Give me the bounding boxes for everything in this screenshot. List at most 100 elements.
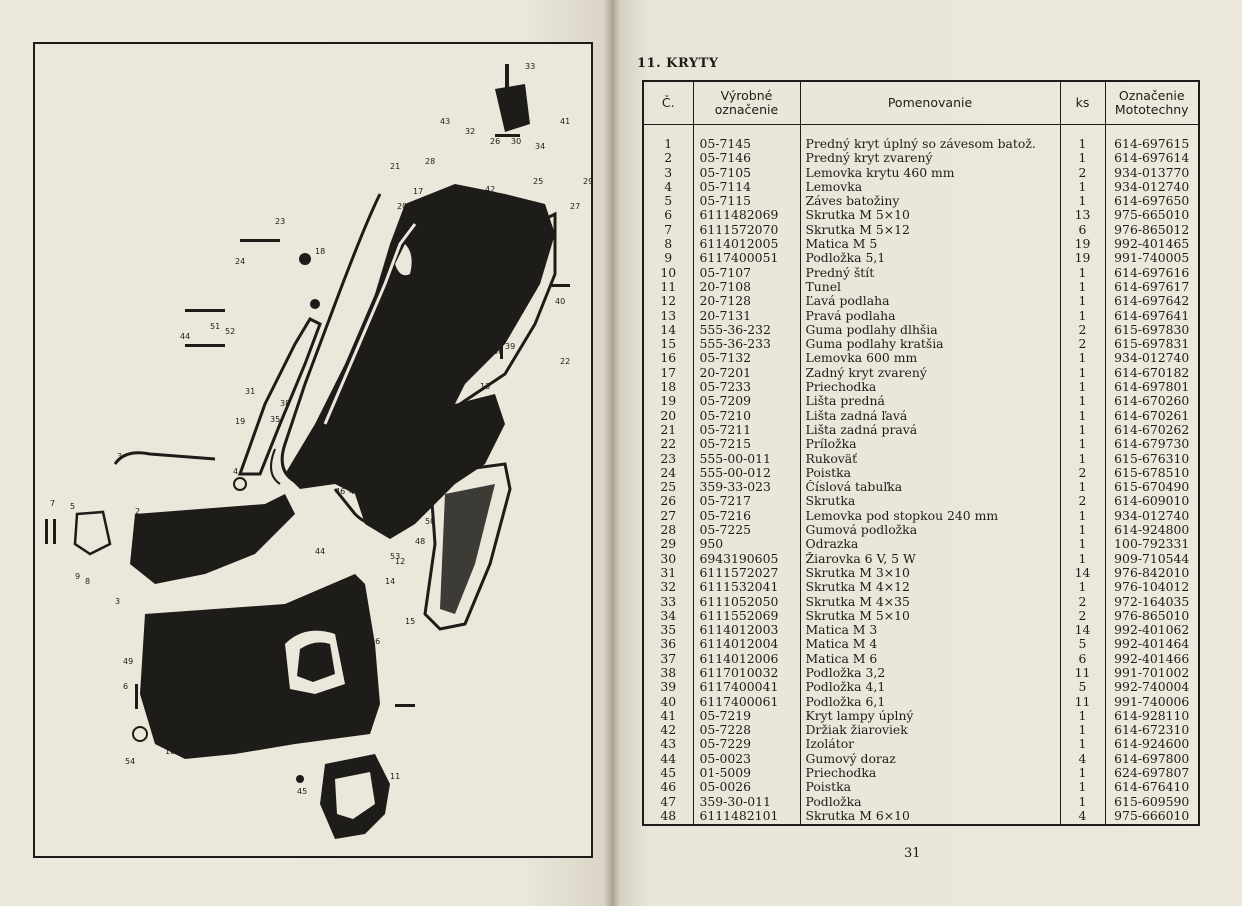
- row-qty: 1: [1059, 279, 1106, 295]
- row-number: 17: [642, 365, 694, 381]
- row-name: Ľavá podlaha: [799, 294, 1061, 309]
- row-number: 32: [642, 580, 694, 595]
- row-moto-code: 614-672310: [1104, 723, 1200, 738]
- row-qty: 1: [1059, 794, 1106, 809]
- svg-text:5: 5: [70, 502, 75, 511]
- row-qty: 1: [1059, 422, 1106, 438]
- row-name: Skrutka M 3×10: [799, 565, 1061, 581]
- row-number: 41: [642, 708, 694, 724]
- row-moto-code: 614-697617: [1104, 279, 1200, 295]
- row-name: Podložka 4,1: [799, 680, 1061, 695]
- row-number: 7: [642, 222, 694, 238]
- row-moto-code: 991-740006: [1104, 694, 1200, 709]
- header-qty: ks: [1059, 80, 1106, 125]
- row-qty: 1: [1059, 124, 1106, 152]
- svg-text:21: 21: [390, 162, 400, 171]
- svg-text:39: 39: [505, 342, 515, 351]
- row-code: 555-36-232: [692, 322, 801, 338]
- row-code: 20-7128: [692, 294, 801, 309]
- row-number: 40: [642, 694, 694, 709]
- row-code: 05-7209: [692, 394, 801, 409]
- row-moto-code: 615-697831: [1104, 337, 1200, 352]
- row-name: Predný štít: [799, 265, 1061, 280]
- row-number: 23: [642, 451, 694, 466]
- row-number: 45: [642, 766, 694, 781]
- svg-text:32: 32: [465, 127, 475, 136]
- row-name: Poistka: [799, 465, 1061, 481]
- lamp-cover-shape: [495, 84, 530, 132]
- page-number: 31: [904, 846, 921, 861]
- row-code: 20-7201: [692, 365, 801, 381]
- row-qty: 6: [1059, 222, 1106, 238]
- svg-text:52: 52: [225, 327, 235, 336]
- row-moto-code: 614-697616: [1104, 265, 1200, 280]
- row-number: 6: [642, 208, 694, 223]
- row-moto-code: 992-401062: [1104, 623, 1200, 638]
- svg-text:11: 11: [390, 772, 400, 781]
- row-number: 16: [642, 351, 694, 366]
- svg-text:34: 34: [535, 142, 545, 151]
- svg-text:54: 54: [125, 757, 135, 766]
- svg-text:28: 28: [425, 157, 435, 166]
- row-number: 25: [642, 480, 694, 495]
- row-name: Podložka 3,2: [799, 665, 1061, 681]
- row-name: Skrutka M 4×12: [799, 580, 1061, 595]
- row-moto-code: 934-013770: [1104, 165, 1200, 180]
- row-qty: 1: [1059, 194, 1106, 209]
- row-moto-code: 991-701002: [1104, 665, 1200, 681]
- row-number: 12: [642, 294, 694, 309]
- row-number: 19: [642, 394, 694, 409]
- svg-text:53: 53: [390, 552, 400, 561]
- row-moto-code: 614-609010: [1104, 494, 1200, 509]
- row-number: 38: [642, 665, 694, 681]
- row-qty: 1: [1059, 480, 1106, 495]
- row-number: 39: [642, 680, 694, 695]
- row-moto-code: 934-012740: [1104, 179, 1200, 195]
- row-qty: 1: [1059, 723, 1106, 738]
- row-name: Priechodka: [799, 380, 1061, 395]
- row-name: Gumová podložka: [799, 523, 1061, 538]
- row-moto-code: 992-401464: [1104, 637, 1200, 652]
- row-name: Držiak žiaroviek: [799, 723, 1061, 738]
- svg-text:33: 33: [525, 62, 535, 71]
- row-code: 6114012003: [692, 623, 801, 638]
- row-moto-code: 614-697614: [1104, 151, 1200, 166]
- row-name: Podložka: [799, 794, 1061, 809]
- svg-text:23: 23: [275, 217, 285, 226]
- row-qty: 2: [1059, 165, 1106, 180]
- row-code: 6111572070: [692, 222, 801, 238]
- row-moto-code: 614-697801: [1104, 380, 1200, 395]
- row-number: 33: [642, 594, 694, 609]
- row-moto-code: 992-740004: [1104, 680, 1200, 695]
- row-qty: 2: [1059, 465, 1106, 481]
- row-number: 24: [642, 465, 694, 481]
- front-cover-shape: [140, 574, 380, 759]
- row-number: 3: [642, 165, 694, 180]
- row-moto-code: 614-928110: [1104, 708, 1200, 724]
- row-code: 950: [692, 537, 801, 552]
- svg-text:20: 20: [397, 202, 407, 211]
- row-qty: 1: [1059, 551, 1106, 566]
- header-no: Č.: [642, 80, 694, 125]
- row-moto-code: 975-665010: [1104, 208, 1200, 223]
- svg-text:3: 3: [117, 452, 122, 461]
- row-code: 6111482069: [692, 208, 801, 223]
- svg-text:9: 9: [75, 572, 80, 581]
- svg-text:2: 2: [135, 507, 140, 516]
- row-code: 05-7210: [692, 408, 801, 423]
- svg-text:6: 6: [123, 682, 128, 691]
- row-number: 11: [642, 279, 694, 295]
- exploded-parts-diagram: 2 3 3 4 5 6 7 8 9 10 11 12 13 14 15 16 1…: [33, 42, 593, 858]
- svg-text:26: 26: [490, 137, 500, 146]
